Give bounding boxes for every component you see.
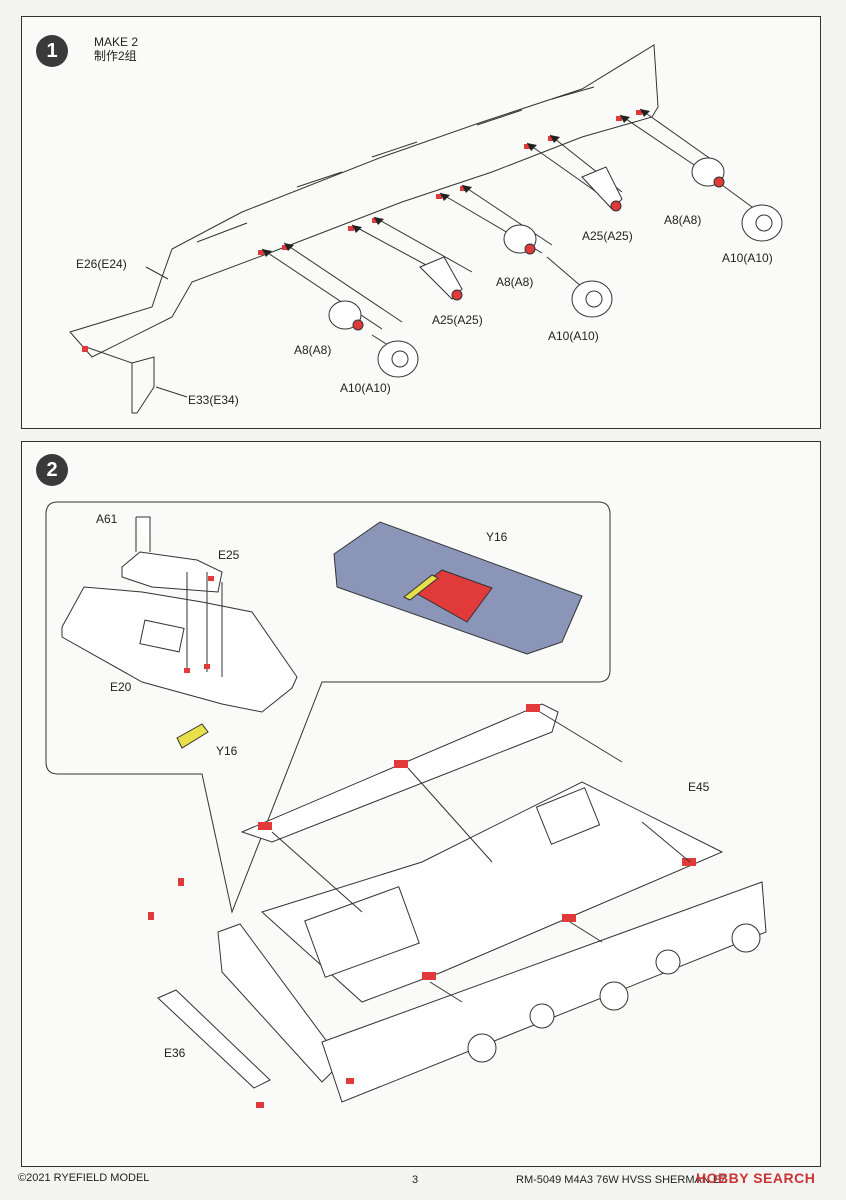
step-2-diagram bbox=[45, 501, 767, 1108]
hull-top-edge bbox=[240, 703, 559, 843]
label-e26: E26(E24) bbox=[76, 257, 127, 271]
label-a8-right: A8(A8) bbox=[664, 213, 702, 227]
a25-left bbox=[419, 256, 463, 301]
label-a8-mid: A8(A8) bbox=[496, 275, 534, 289]
step-1-diagram bbox=[69, 44, 783, 414]
e33-bracket bbox=[131, 356, 155, 414]
bogie-wheels bbox=[467, 923, 761, 1063]
a10-wheel-left bbox=[377, 340, 419, 378]
label-a10-right: A10(A10) bbox=[722, 251, 773, 265]
label-e45: E45 bbox=[688, 780, 710, 794]
label-a10-mid: A10(A10) bbox=[548, 329, 599, 343]
a8-arm-left bbox=[328, 300, 364, 331]
label-a8-left: A8(A8) bbox=[294, 343, 332, 357]
a8-arm-mid bbox=[503, 224, 537, 255]
label-a25-right: A25(A25) bbox=[582, 229, 633, 243]
arrow-heads bbox=[262, 109, 650, 257]
footer-page-number: 3 bbox=[412, 1174, 419, 1186]
label-e20: E20 bbox=[110, 680, 132, 694]
a8-arm-right bbox=[691, 157, 725, 188]
step-2-panel: 2 bbox=[21, 441, 821, 1167]
a10-wheel-right bbox=[741, 204, 783, 242]
riveted-panel bbox=[304, 886, 420, 978]
a25-right bbox=[581, 166, 623, 212]
e25-plate bbox=[121, 551, 223, 593]
label-e25: E25 bbox=[218, 548, 240, 562]
label-e36: E36 bbox=[164, 1046, 186, 1060]
a10-wheel-mid bbox=[571, 280, 613, 318]
right-side-rail bbox=[321, 881, 767, 1103]
access-hatch bbox=[535, 787, 601, 845]
label-a25-left: A25(A25) bbox=[432, 313, 483, 327]
label-y16-detail: Y16 bbox=[486, 530, 508, 544]
footer-copyright: ©2021 RYEFIELD MODEL bbox=[18, 1172, 150, 1184]
e36-strip bbox=[157, 989, 271, 1089]
make-label-cn: 制作2组 bbox=[94, 49, 137, 63]
y16-part-inset bbox=[176, 723, 209, 749]
red-pins bbox=[82, 110, 642, 352]
step-2-badge: 2 bbox=[36, 454, 68, 486]
hobby-search-watermark: HOBBY SEARCH bbox=[696, 1170, 816, 1186]
label-a10-left: A10(A10) bbox=[340, 381, 391, 395]
make-label: MAKE 2 制作2组 bbox=[94, 35, 138, 63]
hull-detail-blue bbox=[333, 521, 583, 655]
step-1-badge: 1 bbox=[36, 35, 68, 67]
e26-side-rail bbox=[69, 44, 659, 358]
make-label-en: MAKE 2 bbox=[94, 35, 139, 49]
red-tabs bbox=[148, 704, 696, 1108]
footer-product: RM-5049 M4A3 76W HVSS SHERMAN EZ bbox=[516, 1174, 727, 1186]
label-y16-inset: Y16 bbox=[216, 744, 238, 758]
step-1-panel: 1 MAKE 2 制作2组 bbox=[21, 16, 821, 429]
label-a61: A61 bbox=[96, 512, 118, 526]
a61-handle bbox=[135, 516, 151, 552]
label-e33: E33(E34) bbox=[188, 393, 239, 407]
